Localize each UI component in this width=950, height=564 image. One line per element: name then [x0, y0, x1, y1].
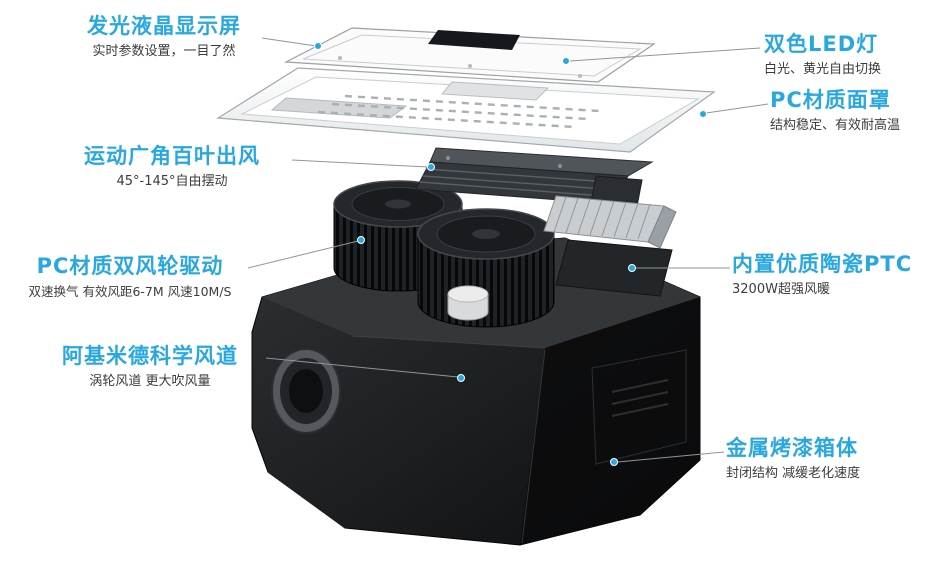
callout-lcd-display: 发光液晶显示屏 实时参数设置，一目了然: [64, 14, 264, 61]
callout-title: 金属烤漆箱体: [726, 436, 858, 460]
callout-subtitle: 结构稳定、有效耐高温: [770, 118, 901, 134]
callout-title: 内置优质陶瓷PTC: [732, 252, 913, 276]
anchor-dot-louver: [427, 163, 435, 171]
callout-subtitle: 涡轮风道 更大吹风量: [89, 374, 211, 390]
callout-title: 阿基米德科学风道: [62, 344, 238, 368]
callout-title: PC材质面罩: [770, 88, 891, 112]
leader-line-metal-box: [617, 451, 725, 463]
callout-subtitle: 封闭结构 减缓老化速度: [726, 466, 861, 482]
callout-subtitle: 双速换气 有效风距6-7M 风速10M/S: [28, 284, 232, 300]
callout-title: 双色LED灯: [764, 32, 879, 56]
callout-ptc-heater: 内置优质陶瓷PTC 3200W超强风暖: [732, 252, 912, 299]
anchor-dot-led-light: [562, 57, 570, 65]
callout-subtitle: 白光、黄光自由切换: [764, 62, 882, 78]
callout-led-light: 双色LED灯 白光、黄光自由切换: [764, 32, 881, 79]
callout-subtitle: 45°-145°自由摆动: [116, 174, 228, 190]
leader-line-led-light: [569, 47, 761, 62]
lcd-frame-layer: [283, 27, 656, 83]
air-duct-outlet: [271, 348, 341, 434]
callout-face-cover: PC材质面罩 结构稳定、有效耐高温: [770, 88, 900, 135]
anchor-dot-face-cover: [699, 110, 707, 118]
callout-title: 发光液晶显示屏: [87, 14, 241, 38]
callout-metal-box: 金属烤漆箱体 封闭结构 减缓老化速度: [726, 436, 860, 483]
ptc-heater-module: [543, 195, 677, 297]
callout-subtitle: 实时参数设置，一目了然: [92, 44, 236, 60]
anchor-dot-air-duct: [457, 374, 465, 382]
callout-fan-wheels: PC材质双风轮驱动 双速换气 有效风距6-7M 风速10M/S: [8, 254, 252, 300]
fan-motor-hub: [447, 285, 489, 321]
leader-line-face-cover: [705, 103, 769, 114]
callout-louver-outlet: 运动广角百叶出风 45°-145°自由摆动: [52, 144, 292, 191]
callout-subtitle: 3200W超强风暖: [732, 282, 830, 298]
callout-air-duct: 阿基米德科学风道 涡轮风道 更大吹风量: [32, 344, 268, 391]
anchor-dot-fan-wheels: [357, 236, 365, 244]
leader-line-lcd-display: [261, 37, 317, 47]
leader-line-louver: [291, 159, 429, 168]
face-cover-layer: [216, 67, 716, 153]
leader-line-air-duct: [265, 357, 459, 378]
anchor-dot-lcd-display: [314, 42, 322, 50]
leader-line-fan-wheels: [247, 240, 359, 269]
anchor-dot-ptc-heater: [628, 264, 636, 272]
callout-title: 运动广角百叶出风: [84, 144, 260, 168]
callout-title: PC材质双风轮驱动: [36, 254, 224, 278]
anchor-dot-metal-box: [610, 458, 618, 466]
